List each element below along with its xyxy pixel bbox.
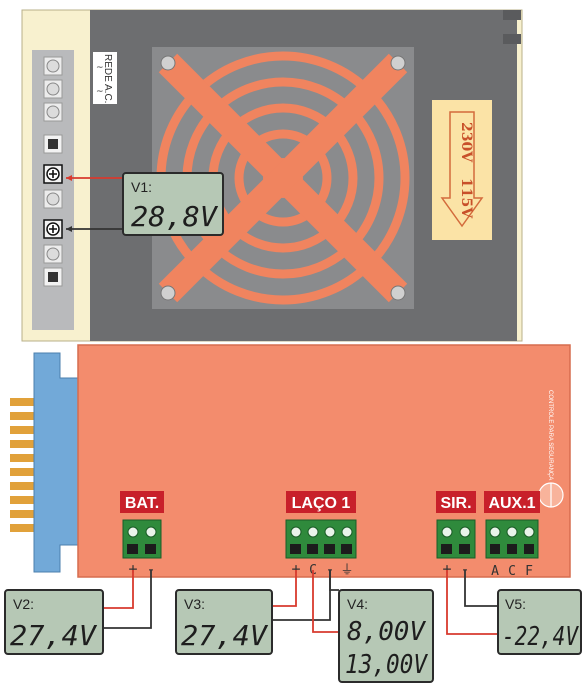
aux-pin-c: C — [508, 564, 516, 579]
wire-v2-positive — [103, 570, 134, 609]
wire-v4-positive — [312, 570, 339, 633]
wire-v4-negative — [329, 570, 339, 591]
connector-laco-label: LAÇO 1 — [292, 495, 351, 512]
tilde-mark: ~ — [96, 63, 104, 73]
fan-screw — [390, 285, 406, 301]
fan-screw — [160, 55, 176, 71]
meter-v4-value: 8,00V — [347, 617, 426, 647]
terminal-screw — [43, 56, 63, 76]
meter-v2-value: 27,4V — [10, 619, 98, 652]
fan-screw — [160, 285, 176, 301]
laco-pin-negative: - — [325, 560, 334, 578]
voltage-high: 230V — [458, 122, 474, 163]
connector-aux-label: AUX.1 — [488, 495, 535, 512]
terminal-screw — [43, 189, 63, 209]
meter-v1: V1: 28,8V — [122, 172, 224, 236]
fan-screw — [390, 55, 406, 71]
connector-laco: LAÇO 1 + C - ⏚ — [285, 491, 357, 578]
tilde-mark: ~ — [96, 87, 104, 97]
wire-v2-negative — [103, 570, 152, 629]
meter-v3-label: V3: — [184, 596, 205, 612]
wire-v5-positive — [446, 570, 498, 635]
terminal-screw — [43, 267, 63, 287]
voltage-selector-label: 230V 115V — [432, 100, 492, 240]
terminal-screw — [43, 134, 63, 154]
control-board: CONTROLE PARA SEGURANÇA BAT. + - LAÇO 1 — [10, 344, 571, 579]
arrow-icon — [66, 226, 72, 232]
terminal-screw-positive — [43, 164, 63, 184]
edge-connector — [10, 352, 81, 573]
connector-bat: BAT. + - — [120, 491, 164, 578]
meter-v5: V5: -22,4V — [497, 589, 582, 655]
meter-v3-value: 27,4V — [181, 619, 269, 652]
sir-pin-positive: + — [442, 560, 451, 578]
meter-v5-label: V5: — [505, 596, 526, 612]
terminal-screw-negative — [43, 219, 63, 239]
laco-pin-ground-icon: ⏚ — [340, 563, 353, 578]
connector-sir-label: SIR. — [440, 495, 471, 512]
aux-pin-f: F — [525, 564, 533, 579]
power-supply: REDE A.C. ~ ~ — [21, 9, 523, 342]
wire-v5-negative — [464, 570, 498, 607]
meter-v5-value: -22,4V — [502, 622, 579, 652]
bat-pin-negative: - — [146, 560, 155, 578]
aux-pin-a: A — [491, 564, 499, 579]
terminal-screw — [43, 102, 63, 122]
terminal-screw — [43, 79, 63, 99]
connector-sir: SIR. + - — [436, 491, 476, 578]
connector-aux: AUX.1 A C F — [484, 491, 540, 579]
meter-v1-value: 28,8V — [131, 200, 219, 233]
laco-pin-positive: + — [291, 560, 300, 578]
terminal-screw — [43, 244, 63, 264]
psu-terminal-block — [43, 56, 63, 287]
meter-v4-label: V4: — [347, 596, 368, 612]
meter-v2: V2: 27,4V — [4, 589, 104, 655]
meter-v1-label: V1: — [131, 179, 152, 195]
voltage-low: 115V — [458, 178, 474, 219]
wire-v3-positive — [272, 570, 297, 607]
wires — [66, 175, 498, 635]
arrow-icon — [66, 175, 72, 181]
connector-bat-label: BAT. — [125, 495, 159, 512]
meter-v4-value-alt: 13,00V — [345, 650, 428, 680]
mains-label: REDE A.C. — [102, 54, 113, 103]
brand-text: CONTROLE PARA SEGURANÇA — [547, 390, 553, 480]
bat-pin-positive: + — [128, 560, 137, 578]
sir-pin-negative: - — [460, 560, 469, 578]
meter-v3: V3: 27,4V — [175, 589, 273, 655]
meter-v4: V4: 8,00V 13,00V — [338, 589, 434, 683]
meter-v2-label: V2: — [13, 596, 34, 612]
